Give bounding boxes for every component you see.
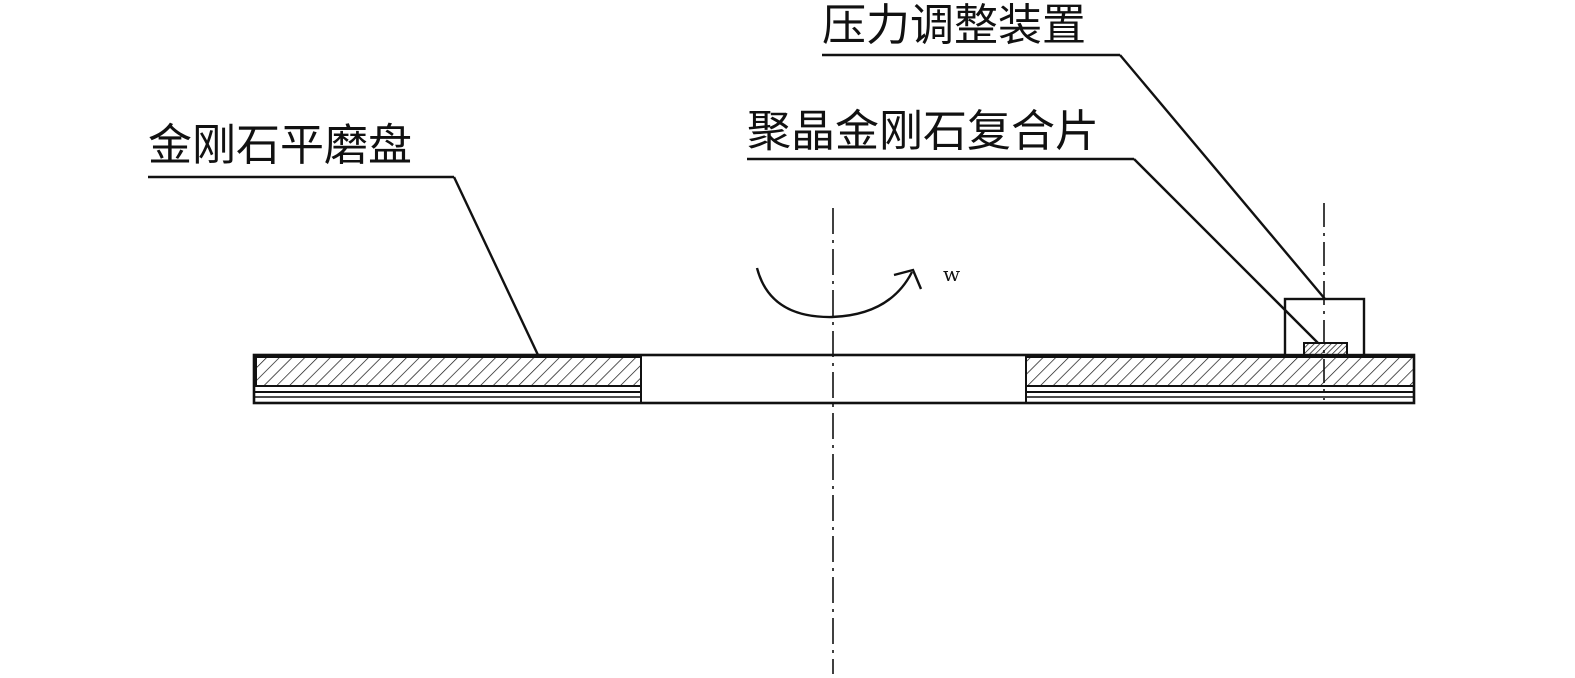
disc-right-hatched-section — [1025, 356, 1415, 387]
leader-pcd-insert: 聚晶金刚石复合片 — [747, 106, 1319, 344]
label-pressure-device: 压力调整装置 — [822, 0, 1086, 51]
label-grinding-disc: 金刚石平磨盘 — [148, 120, 412, 171]
grinding-disc — [252, 353, 1416, 405]
pressure-adjustment-device — [1283, 203, 1366, 400]
rotation-arrowhead — [893, 268, 923, 290]
label-pcd-insert: 聚晶金刚石复合片 — [747, 106, 1099, 157]
rotation-arrow: w — [755, 262, 960, 319]
rotation-arc — [755, 267, 914, 319]
disc-outline — [252, 353, 1416, 405]
disc-left-hatched-section — [255, 356, 642, 387]
rotation-symbol: w — [943, 262, 960, 286]
pcd-insert — [1303, 342, 1348, 356]
leader-pressure-device: 压力调整装置 — [822, 0, 1326, 300]
leader-grinding-disc: 金刚石平磨盘 — [148, 120, 540, 356]
